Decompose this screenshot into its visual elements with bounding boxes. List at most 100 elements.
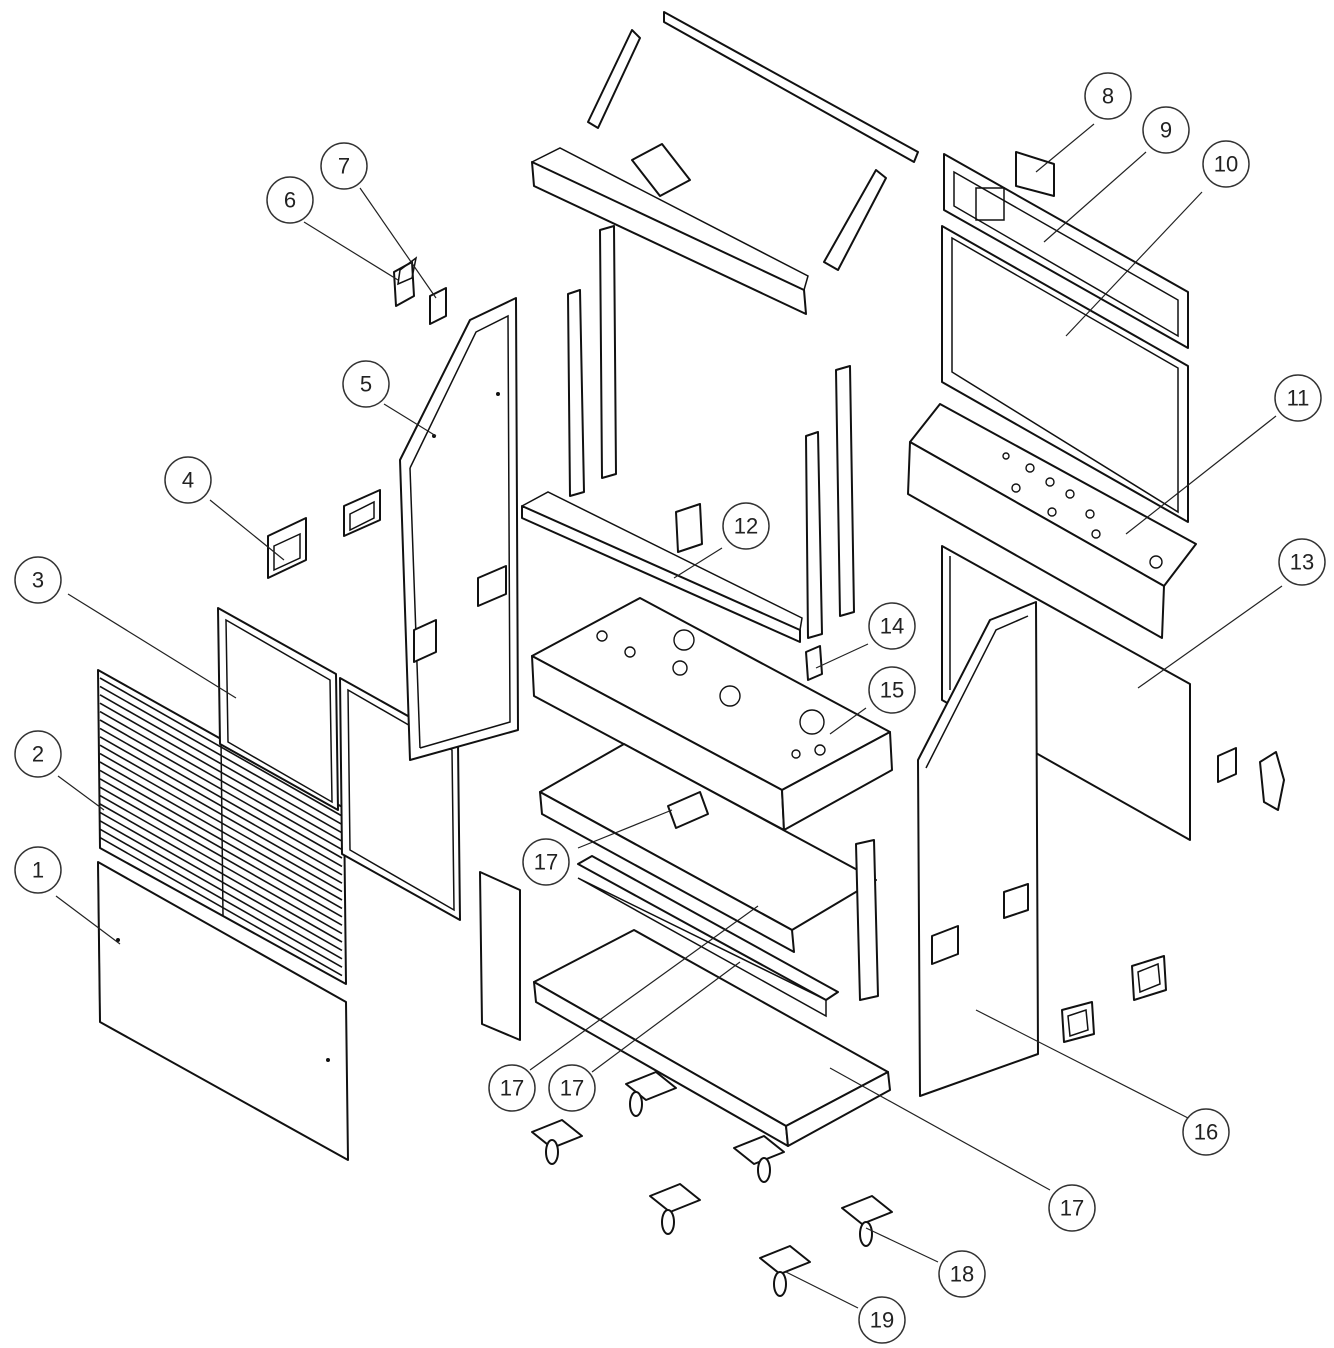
callout-2: 2 [14, 730, 62, 778]
part-15-control-deck [531, 597, 893, 831]
callout-17d: 17 [1048, 1184, 1096, 1232]
part-12-shelf [521, 491, 803, 643]
callout-10: 10 [1202, 140, 1250, 188]
leader-6 [303, 221, 399, 281]
grille-slats [99, 677, 343, 977]
grille-slat [99, 778, 343, 918]
leader-16 [975, 1009, 1189, 1119]
part-17-base [533, 929, 891, 1147]
grille-slat [99, 794, 343, 935]
callout-4: 4 [164, 456, 212, 504]
callout-13: 13 [1278, 538, 1326, 586]
leader-17d [829, 1067, 1051, 1191]
leader-8 [1035, 123, 1095, 173]
svg-text:4: 4 [182, 468, 194, 493]
callout-17a: 17 [522, 838, 570, 886]
leader-10 [1065, 191, 1203, 337]
part-16-right-side-panel [917, 601, 1039, 1097]
part-1-front-panel [97, 861, 349, 1161]
right-side-brackets [1217, 747, 1285, 811]
top-rear-rail [663, 11, 919, 163]
leader-13 [1137, 585, 1283, 689]
svg-text:18: 18 [950, 1262, 974, 1287]
callout-6: 6 [266, 176, 314, 224]
top-tray [531, 143, 809, 315]
svg-text:1: 1 [32, 858, 44, 883]
leader-5 [383, 403, 437, 437]
svg-text:15: 15 [880, 678, 904, 703]
svg-text:17: 17 [560, 1076, 584, 1101]
callout-7: 7 [320, 142, 368, 190]
leader-4 [209, 499, 285, 561]
leader-3 [67, 593, 237, 699]
svg-text:16: 16 [1194, 1120, 1218, 1145]
grille-slat [99, 685, 343, 826]
callout-8: 8 [1084, 72, 1132, 120]
svg-text:11: 11 [1287, 386, 1310, 411]
leader-17c [591, 961, 741, 1073]
casters [531, 1071, 893, 1297]
leader-1 [55, 895, 121, 945]
callout-17b: 17 [488, 1064, 536, 1112]
front-post-left [479, 871, 521, 1041]
svg-text:8: 8 [1102, 84, 1114, 109]
leader-17b [529, 905, 759, 1071]
svg-text:12: 12 [734, 514, 758, 539]
svg-text:19: 19 [870, 1308, 894, 1333]
part-7-plate [429, 287, 447, 325]
svg-text:10: 10 [1214, 152, 1238, 177]
part-10-screen-frame [941, 225, 1189, 523]
side-post-right [855, 839, 879, 1001]
callout-16: 16 [1182, 1108, 1230, 1156]
callout-12: 12 [722, 502, 770, 550]
callout-11: 11 [1274, 374, 1322, 422]
callout-1: 1 [14, 846, 62, 894]
top-brackets [587, 29, 887, 271]
part-6-bracket [393, 256, 418, 307]
upper-posts [567, 225, 855, 639]
callout-17c: 17 [548, 1064, 596, 1112]
grille-slat [99, 719, 343, 859]
leader-19 [785, 1271, 859, 1309]
callout-18: 18 [938, 1250, 986, 1298]
caster-5 [841, 1195, 893, 1247]
grille-slat [99, 828, 343, 968]
leader-15 [829, 707, 867, 735]
part-9-marquee-frame [943, 153, 1189, 349]
caster-4 [649, 1183, 701, 1235]
callout-balloons: 1 2 3 4 5 6 7 8 9 10 11 12 13 14 15 16 1… [14, 72, 1326, 1344]
svg-text:17: 17 [1060, 1196, 1084, 1221]
callout-9: 9 [1142, 106, 1190, 154]
grille-slat [99, 820, 343, 960]
caster-2 [625, 1071, 677, 1117]
leader-9 [1043, 151, 1147, 243]
grille-slat [99, 769, 343, 910]
part-17-mid-shelf [539, 743, 877, 953]
leader-7 [359, 187, 437, 299]
svg-text:7: 7 [338, 154, 350, 179]
grille-slat [99, 694, 343, 834]
part-14-bracket [805, 645, 823, 681]
part-4-handles [267, 489, 381, 579]
svg-text:17: 17 [534, 850, 558, 875]
caster-3 [733, 1135, 785, 1183]
grille-slat [99, 736, 343, 876]
grille-slat [99, 836, 343, 977]
grille-slat [99, 702, 343, 842]
svg-text:17: 17 [500, 1076, 524, 1101]
grille-slat [99, 811, 343, 952]
leader-17a [577, 809, 673, 849]
grille-slat [99, 803, 343, 943]
svg-text:14: 14 [880, 614, 904, 639]
leader-12 [673, 547, 723, 579]
callout-19: 19 [858, 1296, 906, 1344]
right-handles [1061, 955, 1167, 1043]
grille-slat [99, 752, 343, 893]
part-5-left-side-panel [399, 297, 519, 761]
callout-5: 5 [342, 360, 390, 408]
leader-lines [55, 123, 1283, 1309]
svg-text:2: 2 [32, 742, 44, 767]
svg-text:13: 13 [1290, 550, 1314, 575]
callout-15: 15 [868, 666, 916, 714]
